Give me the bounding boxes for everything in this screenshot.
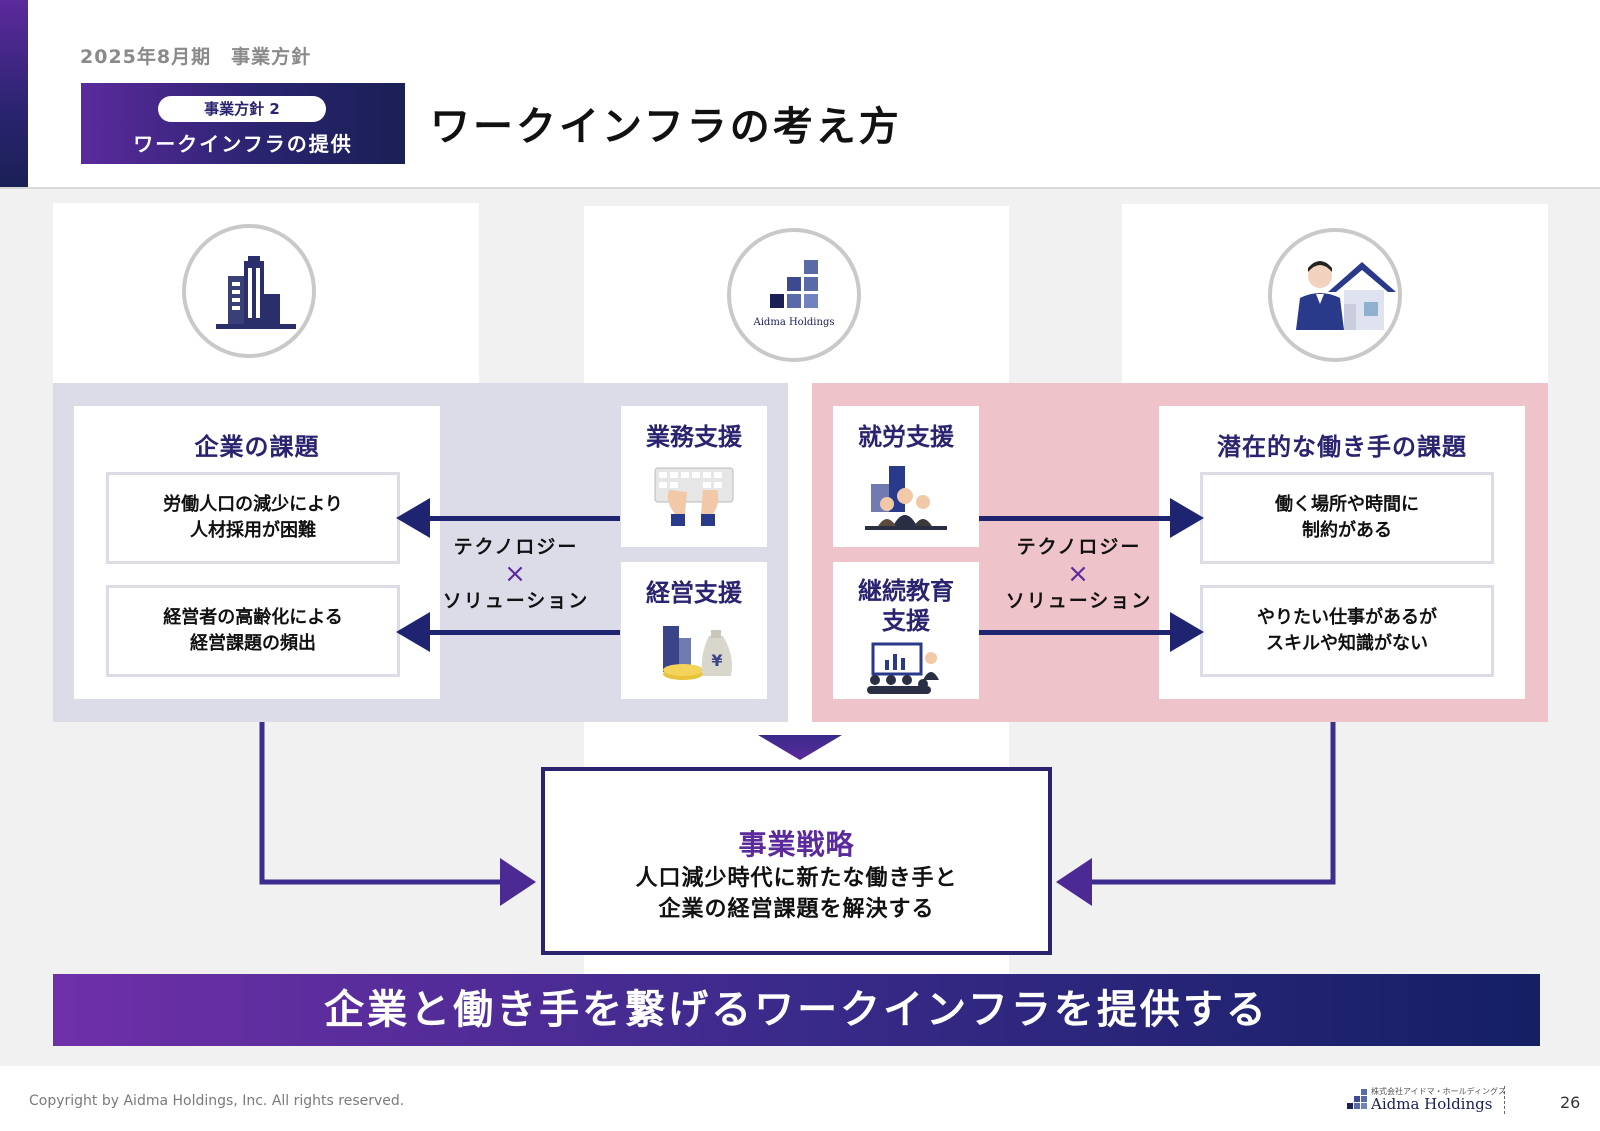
worker-issue-2: やりたい仕事があるが スキルや知識がない bbox=[1200, 585, 1494, 677]
strategy-title: 事業戦略 bbox=[738, 828, 855, 861]
management-support-box: 経営支援 ¥ bbox=[621, 562, 767, 699]
company-issues-box: 企業の課題 労働人口の減少により 人材採用が困難 経営者の高齢化による 経営課題… bbox=[74, 406, 440, 699]
keyboard-hands-icon bbox=[654, 467, 734, 526]
company-panel: 企業の課題 労働人口の減少により 人材採用が困難 経営者の高齢化による 経営課題… bbox=[53, 383, 788, 722]
business-support-title: 業務支援 bbox=[646, 423, 742, 451]
worker-panel: 潜在的な働き手の課題 働く場所や時間に 制約がある やりたい仕事があるが スキル… bbox=[812, 383, 1548, 722]
down-chevron-icon bbox=[758, 735, 842, 760]
copyright-text: Copyright by Aidma Holdings, Inc. All ri… bbox=[29, 1093, 405, 1109]
worker-circle bbox=[1268, 228, 1402, 362]
right-times-icon: × bbox=[1067, 559, 1091, 589]
aidma-logo-text: Aidma Holdings bbox=[753, 317, 835, 328]
right-arrow-2 bbox=[979, 612, 1204, 652]
employment-support-title: 就労支援 bbox=[858, 423, 954, 451]
company-issue-2: 経営者の高齢化による 経営課題の頻出 bbox=[106, 585, 400, 677]
page-title: ワークインフラの考え方 bbox=[430, 104, 902, 150]
worker-issues-box: 潜在的な働き手の課題 働く場所や時間に 制約がある やりたい仕事があるが スキル… bbox=[1159, 406, 1525, 699]
footer-divider bbox=[1504, 1086, 1505, 1114]
aidma-circle: Aidma Holdings bbox=[727, 228, 861, 362]
building-icon bbox=[216, 256, 296, 329]
right-solution-label: ソリューション bbox=[1005, 590, 1153, 612]
left-times-icon: × bbox=[504, 559, 528, 589]
money-bag-icon: ¥ bbox=[663, 626, 732, 680]
right-arrow-1 bbox=[979, 498, 1204, 538]
continuing-education-box: 継続教育 支援 bbox=[833, 562, 979, 699]
accent-bar bbox=[0, 0, 28, 187]
continuing-education-title: 継続教育 支援 bbox=[858, 577, 954, 635]
right-tech-label: テクノロジー bbox=[1016, 536, 1142, 558]
left-arrow-1 bbox=[396, 498, 620, 538]
page-number: 26 bbox=[1560, 1093, 1581, 1112]
period-label: 2025年8月期 事業方針 bbox=[80, 46, 312, 68]
svg-text:¥: ¥ bbox=[711, 651, 722, 670]
policy-tag-subtitle: ワークインフラの提供 bbox=[133, 132, 353, 156]
footer-logo-text: Aidma Holdings bbox=[1371, 1095, 1493, 1113]
right-tech-solution: テクノロジー × ソリューション bbox=[1004, 534, 1154, 615]
left-tech-solution: テクノロジー × ソリューション bbox=[441, 534, 591, 615]
worker-issue-1: 働く場所や時間に 制約がある bbox=[1200, 472, 1494, 564]
strategy-box: 事業戦略 人口減少時代に新たな働き手と 企業の経営課題を解決する bbox=[541, 767, 1052, 955]
seminar-icon bbox=[867, 642, 939, 694]
operator-house-icon bbox=[1296, 261, 1396, 330]
business-support-box: 業務支援 bbox=[621, 406, 767, 547]
team-building-icon bbox=[865, 466, 947, 530]
policy-tag-label: 事業方針 2 bbox=[158, 96, 326, 122]
strategy-text: 人口減少時代に新たな働き手と 企業の経営課題を解決する bbox=[635, 866, 958, 922]
policy-tag: 事業方針 2 ワークインフラの提供 bbox=[81, 83, 405, 164]
company-issues-title: 企業の課題 bbox=[194, 433, 320, 461]
bottom-banner: 企業と働き手を繋げるワークインフラを提供する bbox=[53, 974, 1540, 1046]
left-connector-arrow bbox=[259, 722, 536, 906]
left-tech-label: テクノロジー bbox=[453, 536, 579, 558]
management-support-title: 経営支援 bbox=[646, 579, 742, 607]
left-arrow-2 bbox=[396, 612, 620, 652]
right-connector-arrow bbox=[1056, 722, 1336, 906]
footer-logo-company: 株式会社アイドマ・ホールディングス bbox=[1371, 1087, 1507, 1096]
footer-logo-icon bbox=[1347, 1089, 1367, 1109]
left-solution-label: ソリューション bbox=[442, 590, 590, 612]
employment-support-box: 就労支援 bbox=[833, 406, 979, 547]
aidma-logo-icon: Aidma Holdings bbox=[753, 260, 835, 328]
company-issue-1: 労働人口の減少により 人材採用が困難 bbox=[106, 472, 400, 564]
company-circle bbox=[182, 224, 316, 358]
worker-issues-title: 潜在的な働き手の課題 bbox=[1217, 433, 1467, 461]
